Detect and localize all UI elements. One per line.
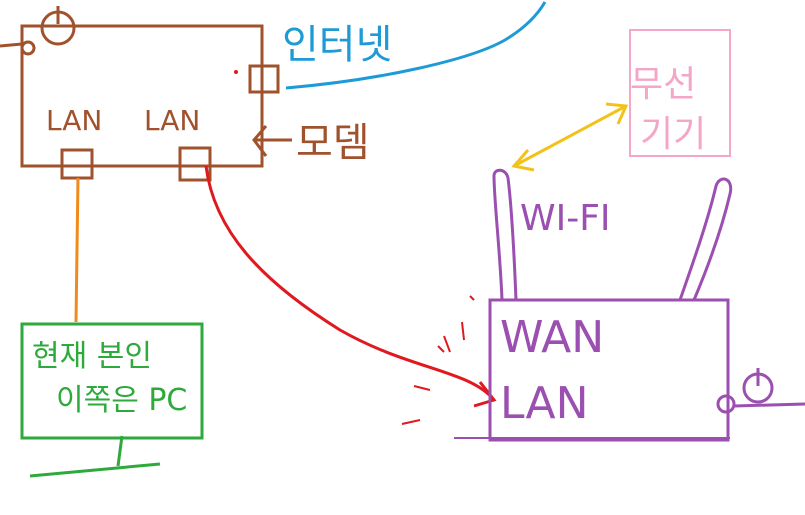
internet-label: 인터넷 — [282, 22, 392, 68]
modem: LAN LAN 모뎀 — [0, 6, 370, 182]
power-icon — [742, 368, 774, 404]
router-wan-label: WAN — [500, 312, 604, 363]
internet: 인터넷 — [282, 1, 547, 90]
pc-label-line2: 이쪽은 PC — [56, 383, 187, 418]
pc-base — [29, 462, 161, 478]
modem-lan-port-1 — [60, 148, 94, 180]
power-icon — [40, 6, 76, 46]
pc: 현재 본인 이쪽은 PC — [20, 177, 204, 478]
router-box — [488, 298, 730, 442]
mobile-box — [629, 29, 731, 157]
modem-box — [20, 24, 264, 168]
pc-label-line1: 현재 본인 — [32, 339, 152, 374]
router-antenna-left — [492, 168, 518, 301]
pc-stand — [116, 435, 124, 467]
internet-cable — [285, 1, 547, 90]
router-wifi-label: WI-FI — [520, 198, 611, 239]
modem-label-arrow — [252, 125, 292, 157]
wifi-link-arrow — [511, 102, 629, 172]
stray-dot — [234, 70, 238, 74]
pc-lan-cable — [74, 177, 80, 323]
modem-label: 모뎀 — [296, 120, 370, 166]
modem-lan-label-left: LAN — [46, 104, 102, 137]
mobile-label-line1: 무선 — [630, 64, 696, 105]
power-plug — [0, 40, 36, 56]
router: WI-FI WAN LAN — [454, 168, 805, 442]
mobile-label-line2: 기기 — [640, 114, 706, 155]
modem-lan-label-right: LAN — [144, 104, 200, 137]
modem-lan-port-2 — [178, 146, 212, 182]
mobile-device: 무선 기기 — [629, 29, 731, 157]
modem-wan-port — [248, 64, 280, 94]
router-lan-label: LAN — [500, 378, 589, 429]
power-plug — [716, 394, 805, 414]
pc-monitor — [20, 322, 204, 440]
router-lan-cable — [204, 165, 497, 425]
router-antenna-right — [678, 177, 733, 301]
